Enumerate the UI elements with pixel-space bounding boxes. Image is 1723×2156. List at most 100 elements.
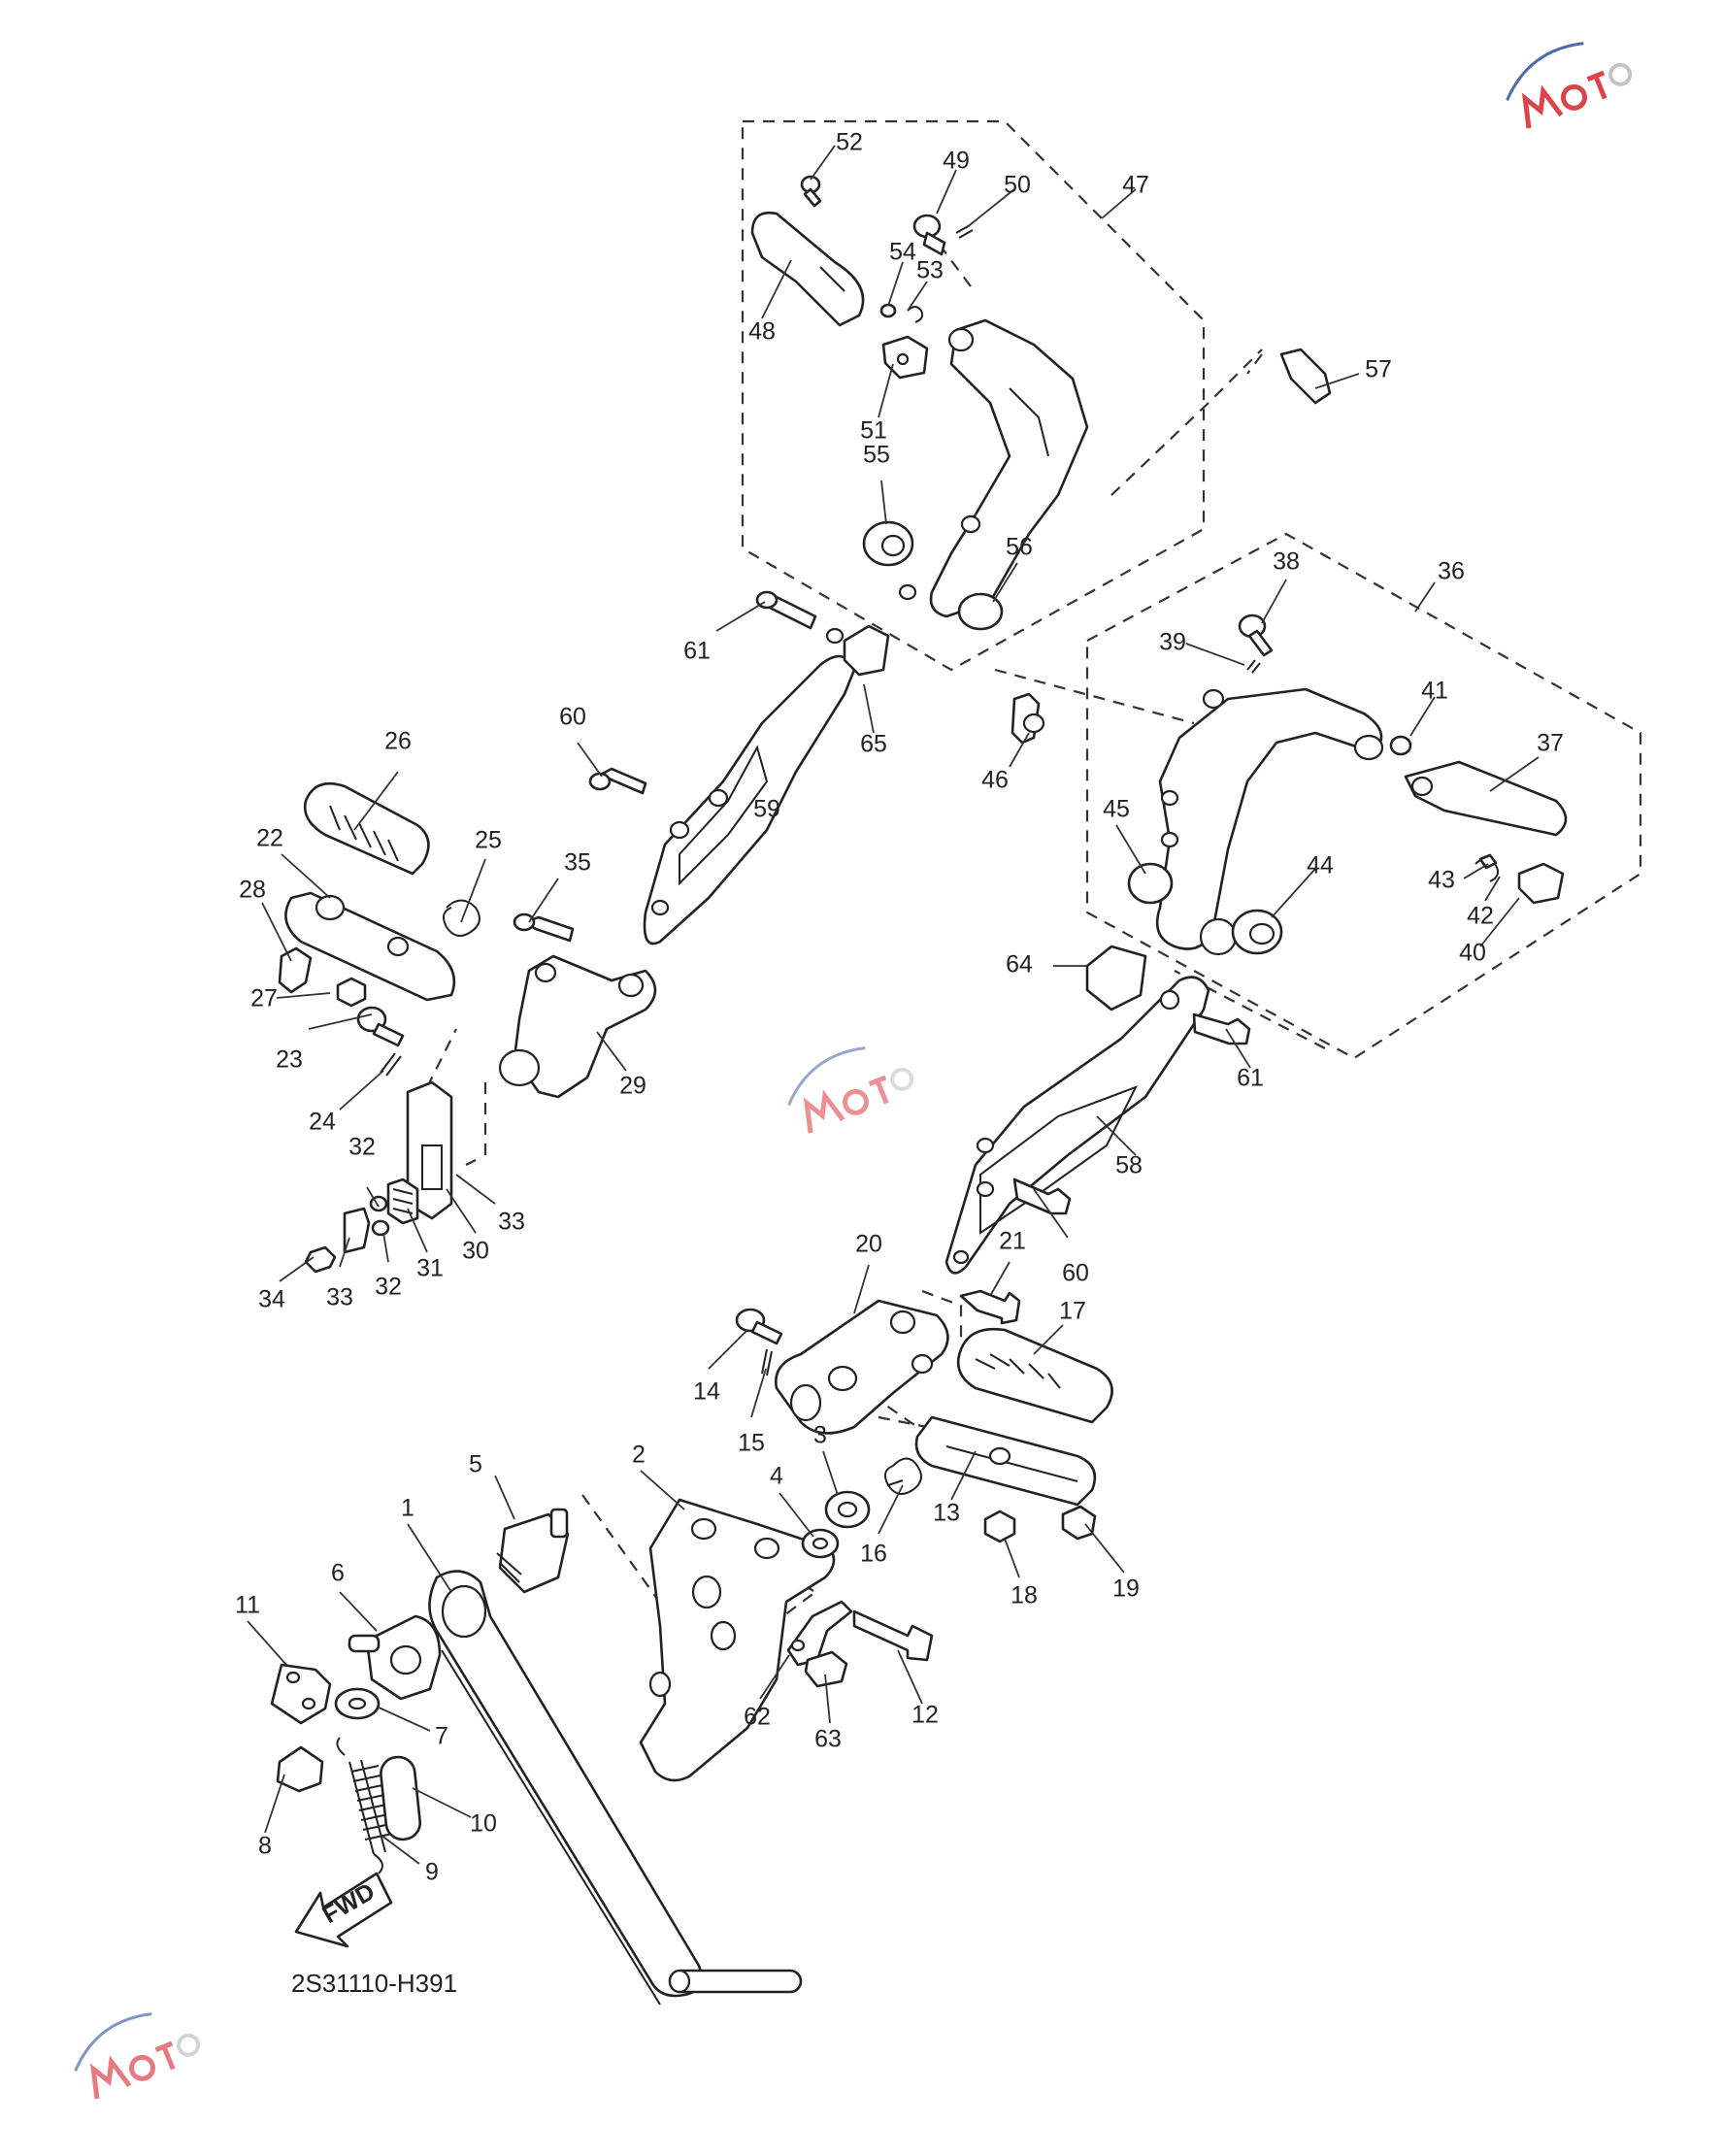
bracket-58	[944, 976, 1210, 1275]
clip-15	[761, 1348, 773, 1377]
callout-63: 63	[814, 1726, 842, 1753]
callout-17: 17	[1059, 1298, 1086, 1325]
spring-16	[883, 1457, 922, 1495]
bushing-56	[957, 592, 1004, 631]
nut-18	[983, 1509, 1016, 1543]
callout-57: 57	[1365, 356, 1392, 383]
callout-26: 26	[384, 728, 412, 755]
callout-32b: 32	[375, 1274, 402, 1301]
footpeg-rubber-17	[956, 1327, 1113, 1424]
callout-19: 19	[1112, 1576, 1140, 1603]
screw-43	[1478, 853, 1498, 870]
callout-28: 28	[239, 877, 266, 904]
bolt-21	[959, 1289, 1021, 1325]
watermark-logo-center	[787, 1046, 914, 1134]
bushing-45	[1127, 862, 1174, 905]
holder-47	[898, 318, 1089, 618]
plate-11	[270, 1663, 332, 1725]
stand-bracket	[639, 1498, 836, 1782]
callout-58: 58	[1115, 1152, 1143, 1179]
callout-39: 39	[1159, 629, 1186, 656]
callout-55: 55	[863, 442, 890, 469]
pin-14	[735, 1308, 783, 1345]
cover-30	[406, 1080, 453, 1220]
callout-50: 50	[1004, 172, 1031, 199]
callout-41: 41	[1421, 678, 1448, 705]
bolt-28	[278, 946, 313, 994]
bolt-35	[513, 912, 575, 943]
footpeg-48	[750, 211, 865, 327]
callout-1: 1	[401, 1495, 414, 1522]
spring-9	[336, 1737, 393, 1874]
washer-7	[334, 1687, 381, 1720]
callout-53: 53	[916, 257, 944, 284]
callout-9: 9	[425, 1859, 439, 1886]
bushing-55	[862, 520, 914, 567]
callout-34: 34	[258, 1286, 285, 1313]
callout-62: 62	[744, 1704, 771, 1731]
callout-49: 49	[943, 148, 970, 175]
ball-54	[879, 303, 897, 318]
callout-7: 7	[435, 1723, 448, 1750]
watermark-logo-bottom-left	[74, 2012, 201, 2100]
clip-65	[843, 624, 890, 677]
footrest-22	[284, 891, 456, 1002]
callout-44: 44	[1307, 852, 1334, 879]
callout-42: 42	[1467, 903, 1494, 930]
callout-labels: 1 2 3 4 5 6 7 8 9 10 11 12 13 14 15 16 1…	[235, 129, 1564, 1886]
bolt-12	[852, 1609, 934, 1662]
bolt-60a	[588, 767, 647, 795]
clip-39	[1246, 659, 1261, 674]
sleeve-10	[380, 1755, 422, 1841]
callout-22: 22	[256, 825, 283, 852]
callout-60b: 60	[1062, 1260, 1089, 1287]
callout-35: 35	[564, 849, 591, 877]
callout-46: 46	[981, 767, 1009, 794]
holder-20	[775, 1299, 949, 1435]
plate-40	[1517, 862, 1565, 905]
plate-6	[348, 1614, 442, 1701]
holder-29	[498, 954, 657, 1099]
footrest-13	[914, 1415, 1097, 1507]
callout-14: 14	[693, 1378, 720, 1406]
switch-5	[496, 1508, 570, 1594]
clip-63	[804, 1650, 848, 1688]
pin-52	[800, 175, 822, 208]
callout-38: 38	[1273, 548, 1300, 576]
spring-25	[442, 899, 480, 937]
callout-54: 54	[889, 239, 916, 266]
callout-15: 15	[738, 1430, 765, 1457]
holder-36	[1155, 687, 1384, 956]
bracket-59	[643, 627, 856, 945]
washer-32	[369, 1195, 390, 1237]
spring-53	[907, 306, 924, 323]
bolt-46	[1011, 692, 1045, 745]
clip-50	[955, 224, 974, 239]
bolt-57	[1279, 348, 1332, 405]
leader-lines	[247, 145, 1540, 1865]
bolt-60b	[1012, 1178, 1072, 1215]
bolt-8	[276, 1745, 324, 1793]
callout-23: 23	[276, 1046, 303, 1074]
callout-51: 51	[860, 417, 887, 445]
footpeg-37	[1404, 760, 1568, 837]
bolt-19	[1061, 1505, 1097, 1541]
clip-31	[386, 1178, 419, 1225]
callout-37: 37	[1537, 730, 1564, 757]
clip-24	[380, 1052, 402, 1077]
callout-4: 4	[770, 1463, 783, 1490]
callout-25: 25	[475, 827, 502, 854]
watermark-logo-top-right	[1506, 42, 1633, 129]
ball-41	[1389, 735, 1412, 756]
callout-2: 2	[632, 1442, 646, 1469]
callout-45: 45	[1103, 796, 1130, 823]
callout-43: 43	[1428, 867, 1455, 894]
side-stand	[428, 1570, 803, 2006]
bolt-61a	[755, 590, 817, 630]
callout-48: 48	[748, 318, 776, 346]
callout-33b: 33	[326, 1284, 353, 1311]
callout-11: 11	[235, 1592, 260, 1619]
callout-16: 16	[860, 1541, 887, 1568]
callout-59: 59	[753, 796, 780, 823]
washer-4	[801, 1528, 840, 1559]
